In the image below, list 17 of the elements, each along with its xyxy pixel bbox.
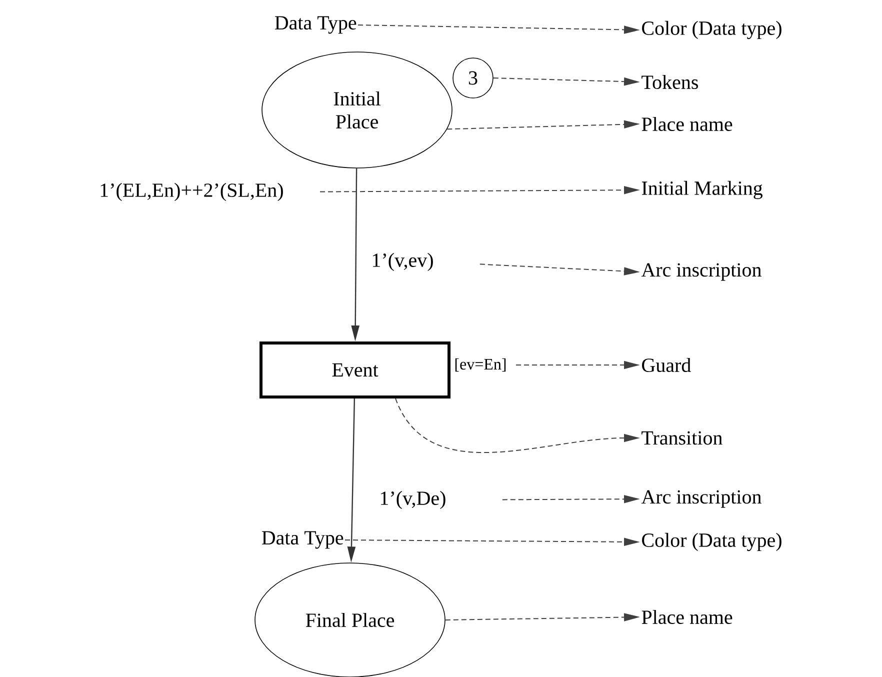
annotation-text: Place name bbox=[642, 610, 732, 624]
annotation-text: Arc inscription bbox=[641, 490, 762, 508]
transition-box: Event bbox=[260, 342, 450, 398]
annotation-text: 1’(v,De) bbox=[380, 490, 446, 510]
annotation-text: Arc inscription bbox=[641, 263, 762, 281]
annotation-text: 1’(EL,En)++2’(SL,En) bbox=[100, 182, 283, 202]
annotation-text: Color (Data type) bbox=[642, 532, 782, 552]
annotation-text: Guard bbox=[642, 358, 691, 372]
annotation-text: Color (Data type) bbox=[642, 20, 782, 40]
annotation-text: Data Type bbox=[262, 531, 344, 549]
guard-text: [ev=En] bbox=[455, 358, 506, 372]
annotation-text: Data Type bbox=[274, 16, 356, 34]
annotation-text: Tokens bbox=[642, 74, 698, 90]
annotation-text: Transition bbox=[642, 431, 722, 445]
annotation-text: Initial Marking bbox=[642, 180, 762, 200]
annotation-text: Place name bbox=[642, 116, 732, 132]
annotation-text: 1’(v,ev) bbox=[372, 252, 433, 272]
